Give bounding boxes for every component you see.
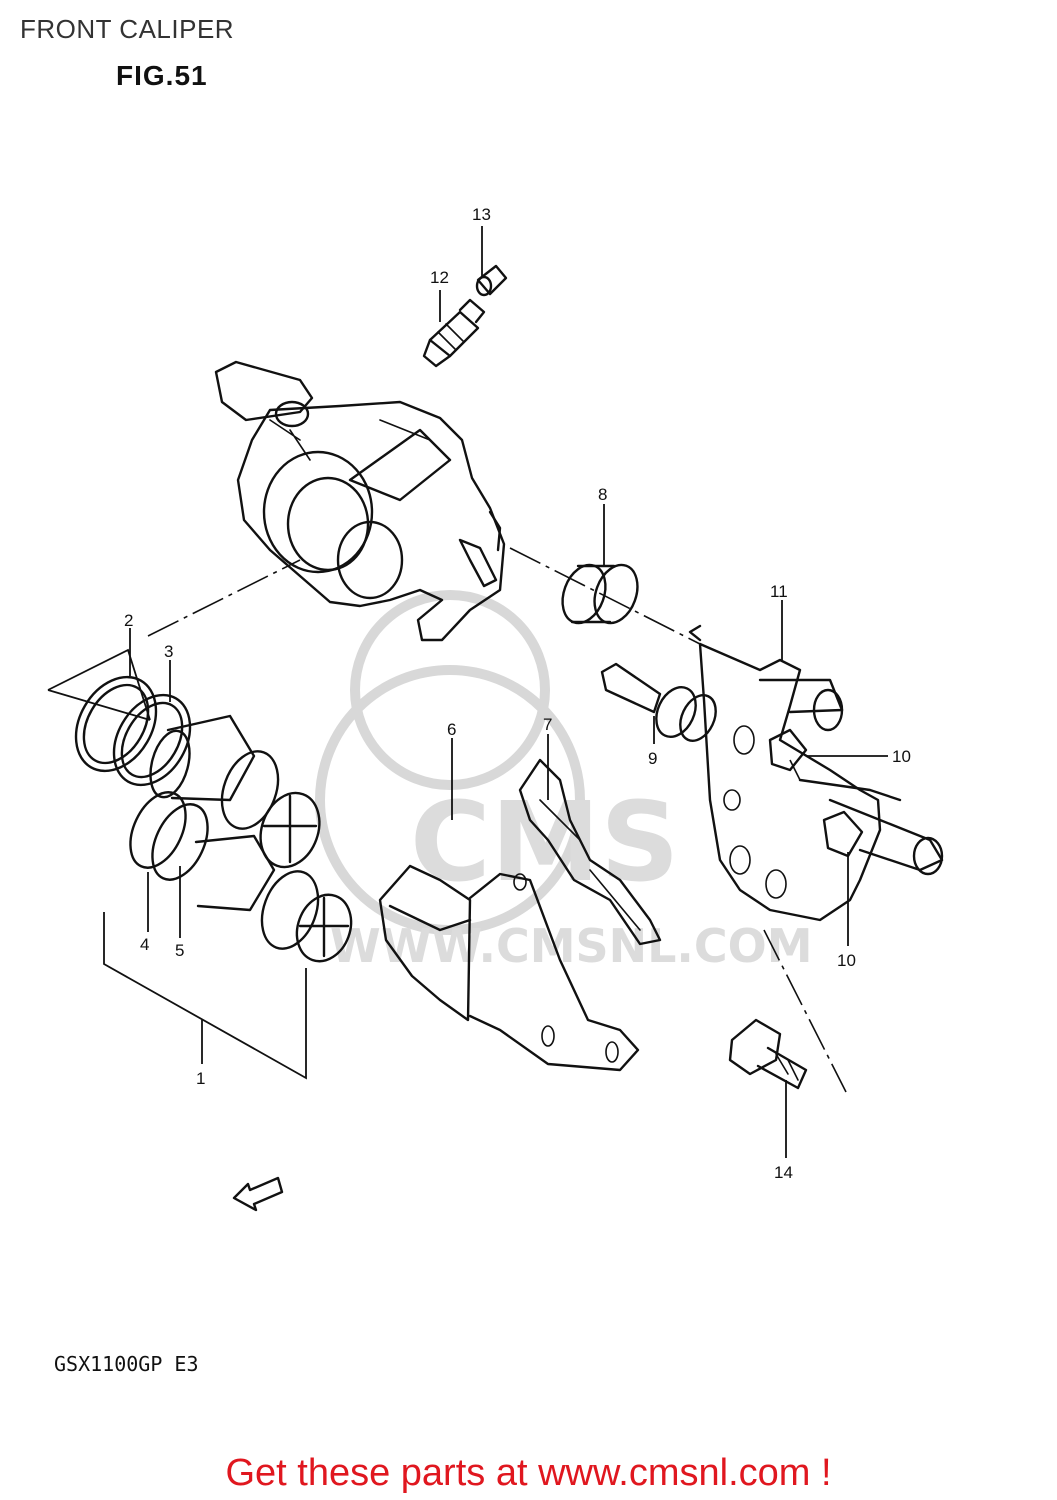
watermark-url: WWW.CMSNL.COM [330, 919, 813, 973]
callout-10: 10 [892, 747, 911, 766]
bracket-rubber-part [768, 728, 864, 858]
figure-label: FIG.51 [116, 60, 208, 91]
callout-4: 4 [140, 935, 149, 954]
piston-seal-part [74, 675, 158, 773]
page-title: FRONT CALIPER [20, 14, 235, 44]
callout-3: 3 [164, 642, 173, 661]
callout-6: 6 [447, 720, 456, 739]
caliper-body-part [214, 360, 506, 642]
caliper-bolt-part [728, 1018, 808, 1090]
slide-pin-part [600, 662, 717, 742]
watermark-brand: CMS [410, 778, 679, 906]
callout-13: 13 [472, 205, 491, 224]
piston-large-part [149, 714, 321, 869]
callout-8: 8 [598, 485, 607, 504]
callout-9: 9 [648, 749, 657, 768]
pad-spring-part [518, 758, 662, 946]
callout-leaders [129, 226, 888, 1158]
callout-10: 10 [837, 951, 856, 970]
callout-5: 5 [175, 941, 184, 960]
watermark-face-icon [350, 590, 550, 790]
callout-7: 7 [543, 715, 552, 734]
callout-numbers: 1 2 3 4 5 6 7 8 9 10 10 11 12 13 14 [124, 205, 911, 1182]
bleeder-valve-part [422, 298, 486, 368]
parts-link-banner[interactable]: Get these parts at www.cmsnl.com ! [225, 1452, 832, 1494]
small-piston-seal-part [129, 791, 209, 881]
brake-pad-part [378, 864, 640, 1072]
dust-seal-part [112, 693, 192, 787]
callout-11: 11 [770, 582, 788, 601]
watermark: CMS WWW.CMSNL.COM [315, 590, 813, 973]
exploded-parts-diagram: CMS WWW.CMSNL.COM [47, 205, 944, 1212]
bleeder-cap-part [475, 264, 508, 297]
forward-arrow-icon: FWD [232, 1176, 284, 1212]
piston-small-part [194, 834, 353, 963]
caliper-bracket-part [688, 624, 944, 922]
callout-12: 12 [430, 268, 449, 287]
callout-2: 2 [124, 611, 133, 630]
slide-boot-part [561, 563, 639, 625]
model-code: GSX1100GP E3 [54, 1352, 199, 1376]
assembly-guide-lines [47, 547, 847, 1093]
callout-14: 14 [774, 1163, 793, 1182]
callout-1: 1 [196, 1069, 205, 1088]
